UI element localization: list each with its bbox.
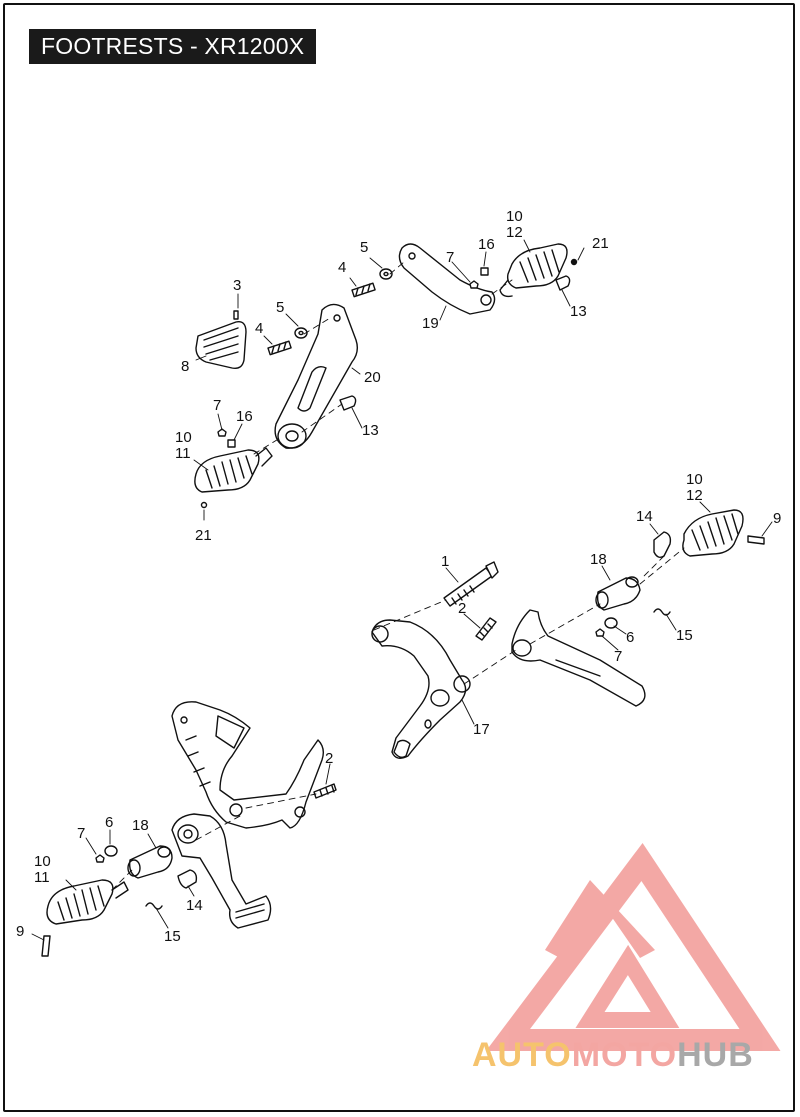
part-17-control-bracket [371, 619, 471, 759]
part-7-pin-lower [95, 854, 105, 863]
callout-7: 7 [446, 249, 454, 266]
callout-8: 8 [181, 358, 189, 375]
part-13-pin-left [339, 395, 357, 411]
part-18-pivot-upper [595, 576, 641, 611]
part-10-footpeg-upper-right [499, 243, 568, 298]
assembly-dashed-lines [111, 261, 685, 891]
callout-5: 5 [276, 299, 284, 316]
part-3-screw [233, 310, 239, 320]
callout-2: 2 [458, 600, 466, 617]
part-7-pin-upper [469, 280, 479, 289]
part-10-footpeg-upper-left [194, 447, 273, 493]
part-14-pin-lower [177, 869, 198, 889]
part-2-screw-lower [313, 783, 337, 799]
part-5-washer-left [294, 327, 308, 339]
callout-4: 4 [338, 259, 346, 276]
callout-18: 18 [590, 551, 607, 568]
part-9-pin-lower [41, 935, 51, 957]
part-16-clip-left [227, 439, 236, 448]
part-7-pin-left [217, 428, 227, 437]
part-16-clip-upper [480, 267, 489, 276]
callout-10: 10 [686, 471, 703, 488]
callout-10: 10 [506, 208, 523, 225]
page-border [3, 3, 795, 1112]
part-10-footpeg-right [682, 509, 744, 557]
part-21-ball-upper [570, 258, 578, 266]
part-15-clip-middle [653, 608, 671, 616]
part-15-clip-lower [145, 902, 163, 910]
page-title: FOOTRESTS - XR1200X [29, 29, 317, 64]
callout-15: 15 [164, 928, 181, 945]
callout-leader-lines [31, 239, 773, 941]
callout-19: 19 [422, 315, 439, 332]
part-19-rear-bracket [398, 243, 496, 315]
part-14-pin-upper [653, 531, 672, 559]
callout-12: 12 [506, 224, 523, 241]
callout-14: 14 [636, 508, 653, 525]
callout-11: 11 [175, 445, 191, 462]
part-20-rear-bracket [274, 303, 359, 449]
callout-6: 6 [626, 629, 634, 646]
watermark-brand-text: AUTOMOTOHUB [472, 1036, 790, 1075]
callout-4: 4 [255, 320, 263, 337]
callout-2: 2 [325, 750, 333, 767]
part-17-footpeg-mount [511, 609, 646, 707]
part-13-pin-upper [555, 275, 571, 291]
callout-16: 16 [236, 408, 253, 425]
watermark-logo-icon [485, 842, 781, 1051]
brand-part-hub: HUB [677, 1036, 754, 1074]
callout-21: 21 [592, 235, 609, 252]
part-18-pivot-lower [127, 845, 173, 879]
callout-3: 3 [233, 277, 241, 294]
callout-11: 11 [34, 869, 50, 886]
callout-16: 16 [478, 236, 495, 253]
callout-5: 5 [360, 239, 368, 256]
part-6-washer-middle [604, 617, 618, 629]
callout-1: 1 [441, 553, 449, 570]
callout-13: 13 [570, 303, 587, 320]
part-5-washer-right [379, 268, 393, 280]
part-4-bolt-right [351, 282, 376, 298]
callout-15: 15 [676, 627, 693, 644]
callout-21: 21 [195, 527, 212, 544]
brand-part-auto: AUTO [472, 1036, 572, 1074]
callout-10: 10 [175, 429, 192, 446]
callout-6: 6 [105, 814, 113, 831]
part-1-long-bolt [443, 561, 499, 607]
part-9-pin-upper [747, 535, 765, 545]
part-8-footpad [195, 321, 247, 370]
callout-13: 13 [362, 422, 379, 439]
callout-labels: 3 4 5 8 4 5 20 19 7 16 10 12 21 13 7 16 … [16, 208, 781, 945]
part-6-washer-lower [104, 845, 118, 857]
callout-10: 10 [34, 853, 51, 870]
callout-20: 20 [364, 369, 381, 386]
part-7-pin-middle [595, 628, 605, 637]
part-21-ball-left [200, 501, 208, 509]
part-4-bolt-left [267, 340, 292, 356]
callout-9: 9 [16, 923, 24, 940]
brake-pedal-lever [171, 813, 272, 929]
callout-7: 7 [213, 397, 221, 414]
brand-part-moto: MOTO [571, 1036, 678, 1074]
heel-guard-plate [171, 701, 325, 829]
callout-18: 18 [132, 817, 149, 834]
part-10-footpeg-lower-left [46, 879, 129, 925]
callout-17: 17 [473, 721, 490, 738]
callout-14: 14 [186, 897, 203, 914]
callout-12: 12 [686, 487, 703, 504]
callout-7: 7 [77, 825, 85, 842]
callout-9: 9 [773, 510, 781, 527]
part-2-screw-middle [475, 617, 497, 641]
callout-7: 7 [614, 648, 622, 665]
